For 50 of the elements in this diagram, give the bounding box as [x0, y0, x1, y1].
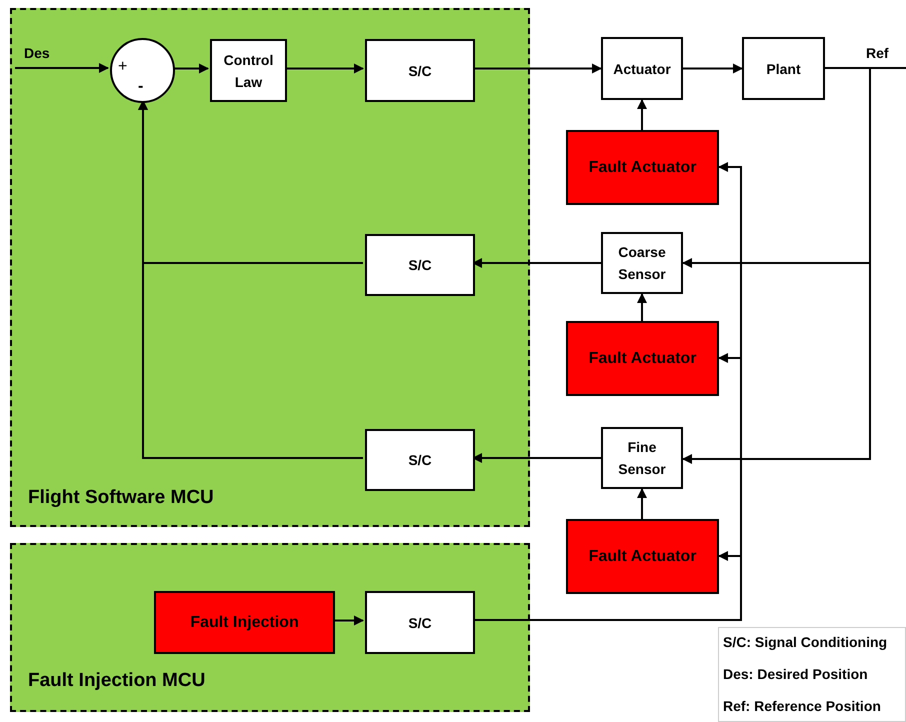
box-label: Actuator — [613, 60, 671, 78]
box-label: S/C — [408, 256, 432, 275]
box-label: Fault Actuator — [588, 546, 696, 566]
panel-title: Flight Software MCU — [28, 487, 214, 509]
key-text: S/C: Signal Conditioning — [723, 634, 888, 650]
process-box — [365, 429, 475, 491]
process-box — [210, 39, 287, 102]
summing-junction — [110, 38, 175, 103]
arrow — [472, 453, 601, 463]
arrow — [683, 64, 743, 74]
process-box — [601, 232, 683, 294]
arrow — [173, 64, 209, 74]
box-label: S/C — [408, 62, 432, 80]
sign-label: + — [118, 58, 128, 76]
arrow — [637, 293, 647, 321]
process-box — [365, 591, 475, 654]
edge-label: Ref — [866, 45, 889, 61]
fault-box — [566, 321, 719, 396]
fault-box — [154, 591, 335, 654]
group-panel — [10, 543, 530, 712]
arrow — [473, 64, 602, 74]
arrow — [15, 63, 109, 73]
box-label: Fault Actuator — [588, 348, 696, 368]
key-text: Des: Desired Position — [723, 666, 868, 682]
fault-box — [566, 130, 719, 205]
box-label: Fine Sensor — [617, 438, 667, 479]
process-box — [365, 39, 475, 102]
process-box — [365, 234, 475, 296]
fault-box — [566, 519, 719, 594]
process-box — [601, 427, 683, 489]
arrow — [637, 99, 647, 130]
edge-label: Des — [24, 45, 50, 61]
box-label: Plant — [766, 60, 801, 78]
arrow — [285, 64, 364, 74]
process-box — [742, 37, 825, 100]
arrow — [682, 67, 871, 464]
arrow — [472, 258, 601, 268]
key-text: Ref: Reference Position — [723, 698, 881, 714]
sign-label: - — [138, 78, 144, 96]
box-label: Fault Actuator — [588, 158, 696, 178]
box-label: Coarse Sensor — [617, 243, 667, 284]
arrow — [637, 488, 647, 519]
arrow — [333, 616, 364, 626]
box-label: Control Law — [222, 50, 274, 92]
box-label: S/C — [408, 451, 432, 470]
group-panel — [10, 8, 530, 527]
box-label: Fault Injection — [190, 612, 299, 632]
panel-title: Fault Injection MCU — [28, 670, 206, 692]
process-box — [601, 37, 683, 100]
box-label: S/C — [408, 614, 432, 632]
